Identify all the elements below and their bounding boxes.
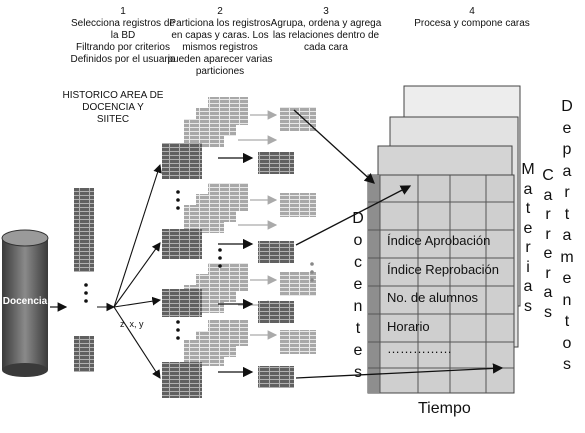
olap-cube [367,85,521,394]
step-2-line-5: particiones [195,66,245,77]
metric-indice-reprobacion: Índice Reprobación [387,262,500,277]
metric-no-alumnos: No. de alumnos [387,290,479,305]
step-1-line-4: Definidos por el usuario [70,54,176,65]
step-2-number: 2 [217,6,223,17]
database-label: Docencia [2,296,48,307]
step-4-number: 4 [469,6,475,17]
dimension-materias: M a t e r i a s [521,161,535,315]
step-3-caption: 3 Agrupa, ordena y agrega las relaciones… [270,6,382,54]
metric-horario: Horario [387,319,430,334]
source-label-line-3: SIITEC [96,114,130,125]
source-label-line-1: HISTORICO AREA DE [62,90,164,101]
dimension-docentes: D o c e n t e s [352,210,364,381]
selected-records [74,188,94,372]
step-4-line-1: Procesa y compone caras [414,18,530,29]
step-2-line-3: mismos registros [182,42,258,53]
aggregated-results [258,107,316,388]
metric-ellipsis: …………… [387,341,452,356]
aggregate-arrows [218,152,254,378]
step-1-line-2: la BD [110,30,136,41]
step-3-line-2: las relaciones dentro de [272,30,380,41]
partition-arrows [97,163,162,379]
partition-layers [162,97,248,398]
step-3-number: 3 [323,6,329,17]
step-3-line-3: cada cara [304,42,348,53]
partition-axis-label: z x, y [120,319,144,329]
step-4-caption: 4 Procesa y compone caras [410,6,534,30]
axis-tiempo: Tiempo [418,400,471,417]
step-2-caption: 2 Particiona los registros en capas y ca… [160,6,280,78]
step-2-line-2: en capas y caras. Los [171,30,269,41]
database-cylinder [1,229,49,377]
metric-indice-aprobacion: Índice Aprobación [387,233,491,248]
source-label-line-2: DOCENCIA Y [82,102,144,113]
step-1-caption: 1 Selecciona registros de la BD Filtrand… [52,6,194,66]
cube-arrows [293,109,504,379]
step-2-line-1: Particiona los registros [169,18,271,29]
step-3-line-1: Agrupa, ordena y agrega [270,18,382,29]
step-1-line-1: Selecciona registros de [71,18,175,29]
source-label: HISTORICO AREA DE DOCENCIA Y SIITEC [58,90,168,126]
dimension-departamentos: D e p a r t a m e n t o s [560,98,574,373]
dimension-carreras: C a r r e r a s [542,167,554,321]
step-1-number: 1 [120,6,126,17]
step-1-line-3: Filtrando por criterios [76,42,170,53]
step-2-line-4: pueden aparecer varias [167,54,273,65]
